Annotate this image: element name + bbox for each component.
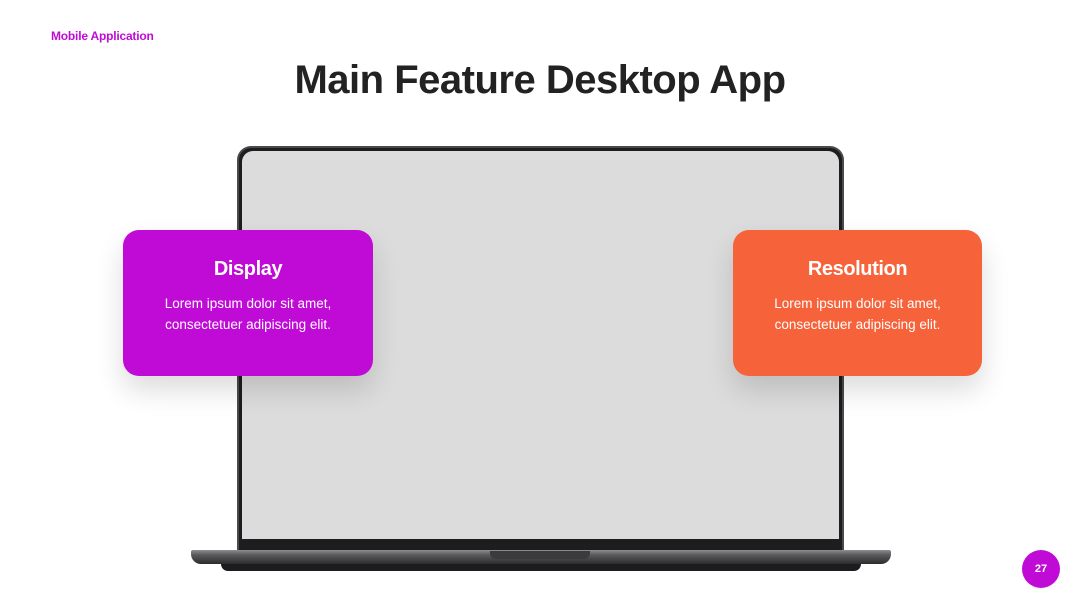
slide-title: Main Feature Desktop App xyxy=(294,58,786,102)
feature-card-resolution: Resolution Lorem ipsum dolor sit amet, c… xyxy=(733,230,982,376)
laptop-base-bottom xyxy=(221,564,861,571)
laptop-opening-notch xyxy=(490,551,590,559)
feature-card-title: Display xyxy=(213,258,283,280)
section-label: Mobile Application xyxy=(51,29,154,43)
feature-card-text: Lorem ipsum dolor sit amet, consectetuer… xyxy=(164,296,332,332)
feature-card-text: Lorem ipsum dolor sit amet, consectetuer… xyxy=(774,296,941,332)
page-number-badge: 27 xyxy=(1022,550,1060,588)
feature-card-display: Display Lorem ipsum dolor sit amet, cons… xyxy=(123,230,373,376)
feature-card-title: Resolution xyxy=(807,258,908,280)
